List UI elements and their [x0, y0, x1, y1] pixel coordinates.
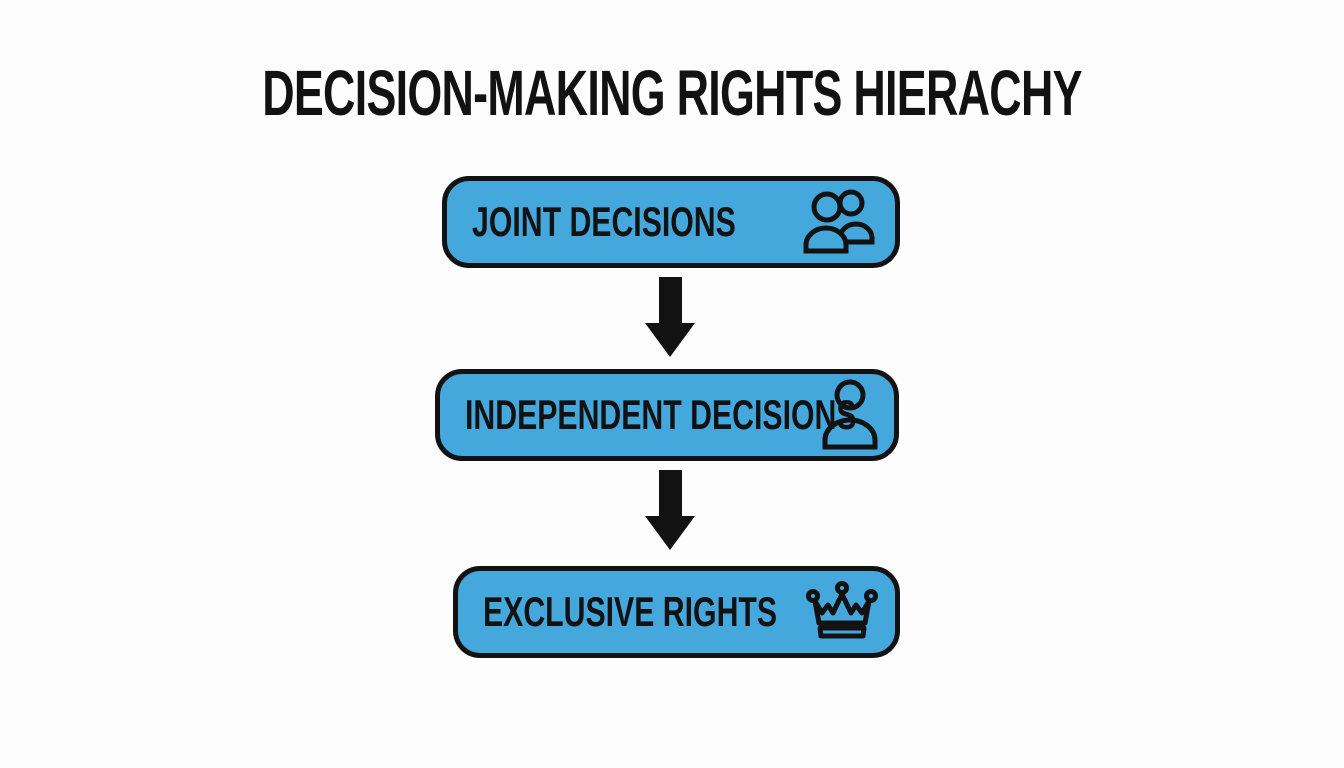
crown-icon — [804, 581, 880, 643]
arrow-head — [645, 516, 695, 550]
people-icon — [802, 189, 880, 255]
down-arrow — [645, 277, 695, 357]
page-title: DECISION-MAKING RIGHTS HIERACHY — [262, 57, 1082, 129]
arrow-head — [645, 323, 695, 357]
arrow-shaft — [658, 277, 682, 323]
node-label: JOINT DECISIONS — [472, 198, 736, 245]
node-independent-decisions: INDEPENDENT DECISIONS — [435, 369, 899, 461]
node-label: EXCLUSIVE RIGHTS — [483, 588, 778, 635]
node-exclusive-rights: EXCLUSIVE RIGHTS — [453, 566, 900, 658]
down-arrow — [645, 470, 695, 550]
node-joint-decisions: JOINT DECISIONS — [442, 176, 900, 268]
arrow-shaft — [658, 470, 682, 516]
node-label: INDEPENDENT DECISIONS — [465, 391, 857, 438]
person-icon — [821, 379, 879, 451]
